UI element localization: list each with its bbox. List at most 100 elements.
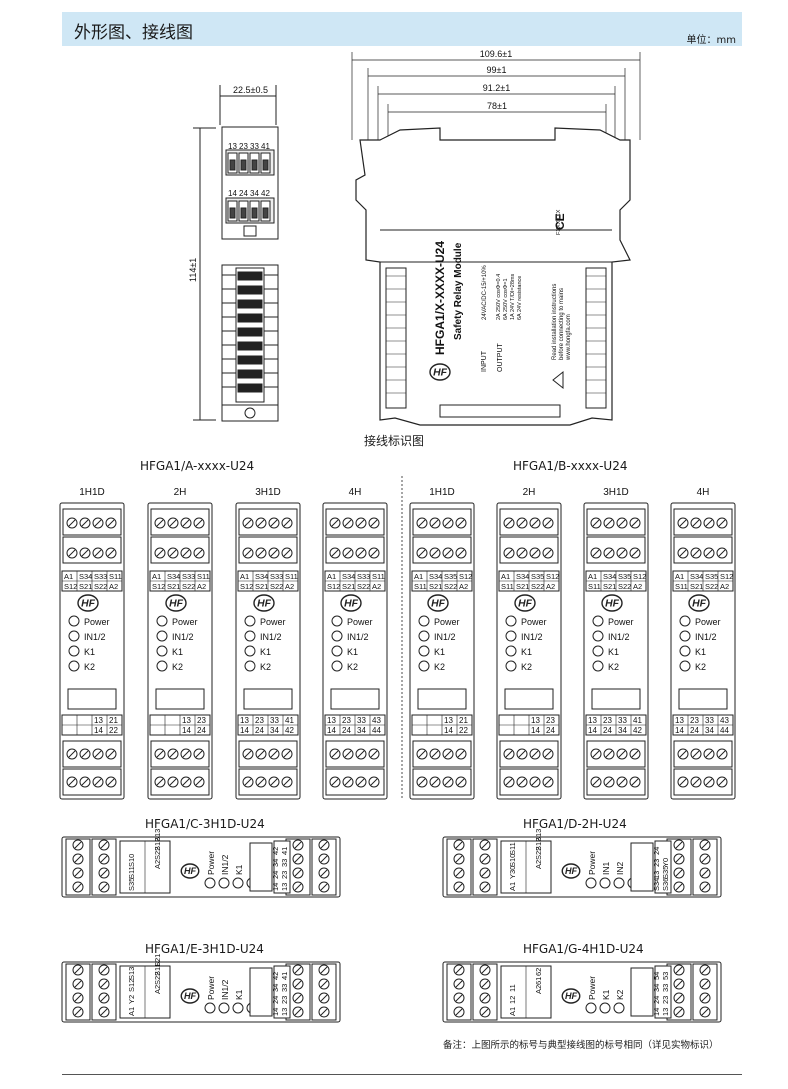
- terminal-screw: [516, 547, 528, 559]
- led-indicator: [418, 615, 430, 627]
- terminal-label: 23: [690, 716, 699, 725]
- terminal-screw: [629, 517, 641, 529]
- terminal-label: S12: [534, 838, 543, 851]
- terminal-label: S35: [661, 866, 670, 879]
- terminal-screw: [255, 776, 267, 788]
- terminal-screw: [703, 748, 715, 760]
- terminal-screw: [453, 839, 465, 851]
- terminal-screw: [72, 964, 84, 976]
- module-type-label: 4H: [697, 487, 710, 498]
- terminal-label: 13: [675, 716, 684, 725]
- terminal-label: A1: [675, 572, 684, 581]
- terminal-screw: [105, 547, 117, 559]
- terminal-label: S10: [127, 854, 136, 867]
- led-label: K1: [260, 647, 271, 657]
- terminal-screw: [292, 853, 304, 865]
- terminal-label: S34: [342, 572, 355, 581]
- terminal-label: A1: [240, 572, 249, 581]
- terminal-screw: [355, 547, 367, 559]
- terminal-label: S34: [603, 572, 616, 581]
- terminal-label: 23: [652, 859, 661, 867]
- terminal-screw: [98, 853, 110, 865]
- terminal-screw: [453, 881, 465, 893]
- terminal-screw: [442, 517, 454, 529]
- terminal-label: A1: [127, 1007, 136, 1016]
- terminal-screw: [673, 1006, 685, 1018]
- led-label: Power: [587, 851, 597, 875]
- terminal-label: A2: [546, 582, 555, 591]
- led-label: IN1/2: [220, 979, 230, 1000]
- led-indicator: [505, 645, 517, 657]
- led-indicator: [505, 630, 517, 642]
- terminal-screw: [699, 853, 711, 865]
- hongfa-logo: HF: [180, 863, 200, 879]
- left-rail: [385, 267, 407, 409]
- label-window: [417, 688, 467, 710]
- terminal-screw: [268, 776, 280, 788]
- terminal-screw: [72, 853, 84, 865]
- terminal-label: A1: [508, 1007, 517, 1016]
- module-c-title: HFGA1/C-3H1D-U24: [145, 817, 265, 831]
- module-type-label: 4H: [349, 487, 362, 498]
- label-window: [678, 688, 728, 710]
- terminal-label: S13: [153, 829, 162, 842]
- terminal-screw: [699, 867, 711, 879]
- terminal-label: 53: [661, 972, 670, 980]
- terminal-screw: [603, 748, 615, 760]
- led-indicator: [331, 660, 343, 672]
- terminal-screw: [368, 776, 380, 788]
- group-a-title: HFGA1/A-xxxx-U24: [140, 459, 255, 473]
- terminal-screw: [479, 1006, 491, 1018]
- footer-rule: [62, 1074, 742, 1075]
- output-label-table: [654, 965, 672, 1019]
- terminal-clamp: [251, 159, 258, 171]
- terminal-screw: [442, 776, 454, 788]
- terminal-label: 23: [280, 996, 289, 1004]
- terminal-label: 24: [652, 996, 661, 1004]
- terminal-screw: [342, 776, 354, 788]
- led-label: IN1/2: [84, 632, 106, 642]
- terminal-label: 61: [534, 977, 543, 985]
- terminal-label: S33: [270, 572, 283, 581]
- terminal-screw: [318, 964, 330, 976]
- terminal-label: 62: [534, 968, 543, 976]
- led-label: K2: [521, 662, 532, 672]
- led-label: Power: [206, 851, 216, 875]
- front-view-caption: 接线标识图: [364, 434, 425, 448]
- product-name: Safety Relay Module: [453, 242, 464, 340]
- terminal-screw: [453, 978, 465, 990]
- terminal-screw: [318, 867, 330, 879]
- led-indicator: [679, 630, 691, 642]
- terminal-label: 34: [705, 726, 714, 735]
- terminal-label: 14: [182, 726, 191, 735]
- terminal-label: 14: [444, 726, 453, 735]
- terminal-label: S21: [342, 582, 355, 591]
- terminal-label: S12: [152, 582, 165, 591]
- hongfa-logo: HF: [514, 594, 536, 612]
- svg-text:HF: HF: [184, 991, 197, 1001]
- terminal-screw: [281, 748, 293, 760]
- led-label: Power: [434, 617, 460, 627]
- led-indicator: [68, 630, 80, 642]
- terminal-label: 13: [588, 716, 597, 725]
- terminal-screw: [292, 1006, 304, 1018]
- hongfa-logo: HF: [427, 594, 449, 612]
- terminal-screw: [673, 964, 685, 976]
- footnote: 备注：上图所示的标号与典型接线图的标号相同（详见实物标识）: [443, 1040, 719, 1051]
- terminal-screw: [180, 776, 192, 788]
- terminal-screw: [529, 776, 541, 788]
- led-label: K2: [615, 989, 625, 1000]
- led-indicator: [585, 877, 597, 889]
- terminal-screw: [699, 839, 711, 851]
- vent-slot: [237, 355, 263, 365]
- terminal-label: S21: [690, 582, 703, 591]
- dimension-label: 78±1: [487, 101, 507, 111]
- ce-mark-icon: CE: [553, 213, 567, 230]
- label-window: [67, 688, 117, 710]
- led-label: K2: [608, 662, 619, 672]
- terminal-label: 42: [271, 847, 280, 855]
- terminal-screw: [79, 547, 91, 559]
